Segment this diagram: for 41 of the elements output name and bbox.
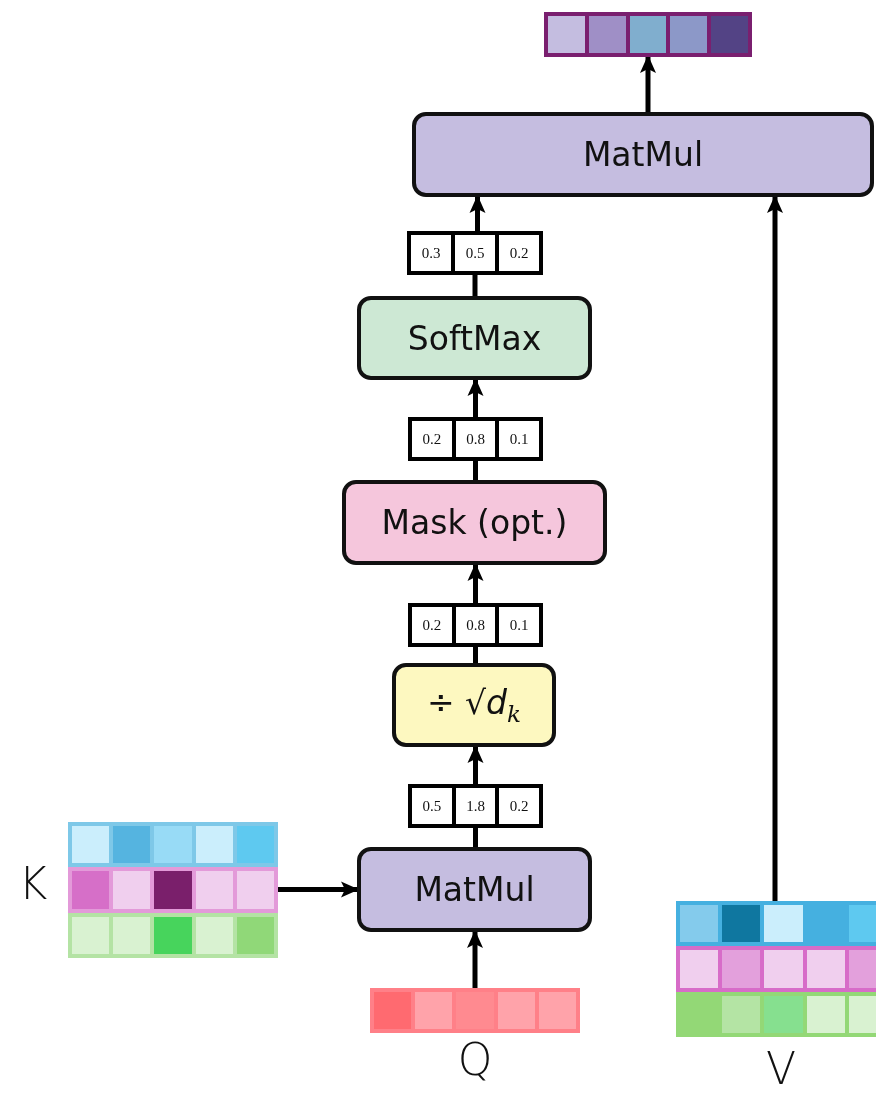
arrow (467, 378, 484, 417)
arrow (278, 881, 359, 898)
matrix-drawing (676, 901, 876, 1037)
matrix-label: Q (456, 1038, 494, 1082)
operation-box (392, 663, 556, 747)
arrow (469, 195, 486, 231)
score-value: 1.8 (455, 788, 496, 824)
operation-label: MatMul (414, 870, 535, 909)
score-value: 0.5 (412, 788, 452, 824)
matrix-drawing (68, 822, 278, 958)
arrow (467, 563, 484, 603)
operation-box (342, 480, 607, 565)
score-value: 0.5 (455, 235, 495, 271)
score-value: 0.2 (499, 235, 539, 271)
score-value: 0.2 (499, 788, 539, 824)
arrow (467, 745, 484, 784)
operation-box (357, 847, 592, 932)
operation-box (412, 112, 874, 197)
score-vector (408, 603, 543, 647)
arrow (640, 55, 656, 112)
score-value: 0.8 (455, 421, 496, 457)
matrix-label: K (17, 862, 49, 906)
operation-label: MatMul (582, 135, 704, 174)
vector-drawing (544, 12, 752, 57)
arrow (467, 930, 483, 988)
score-vector (408, 417, 543, 461)
operation-box (357, 296, 592, 380)
score-value: 0.3 (411, 235, 451, 271)
score-value: 0.2 (412, 607, 452, 643)
operation-label: ÷ √d$_{k}$ (426, 683, 522, 727)
vector-drawing (370, 988, 580, 1033)
score-value: 0.1 (499, 421, 539, 457)
score-value: 0.1 (499, 607, 539, 643)
operation-label: Mask (opt.) (381, 503, 568, 542)
operation-label: SoftMax (407, 318, 542, 358)
score-value: 0.2 (412, 421, 452, 457)
score-vector (407, 231, 543, 275)
score-value: 0.8 (455, 607, 496, 643)
arrow (767, 195, 783, 901)
score-vector (408, 784, 543, 828)
matrix-label: V (764, 1047, 798, 1091)
